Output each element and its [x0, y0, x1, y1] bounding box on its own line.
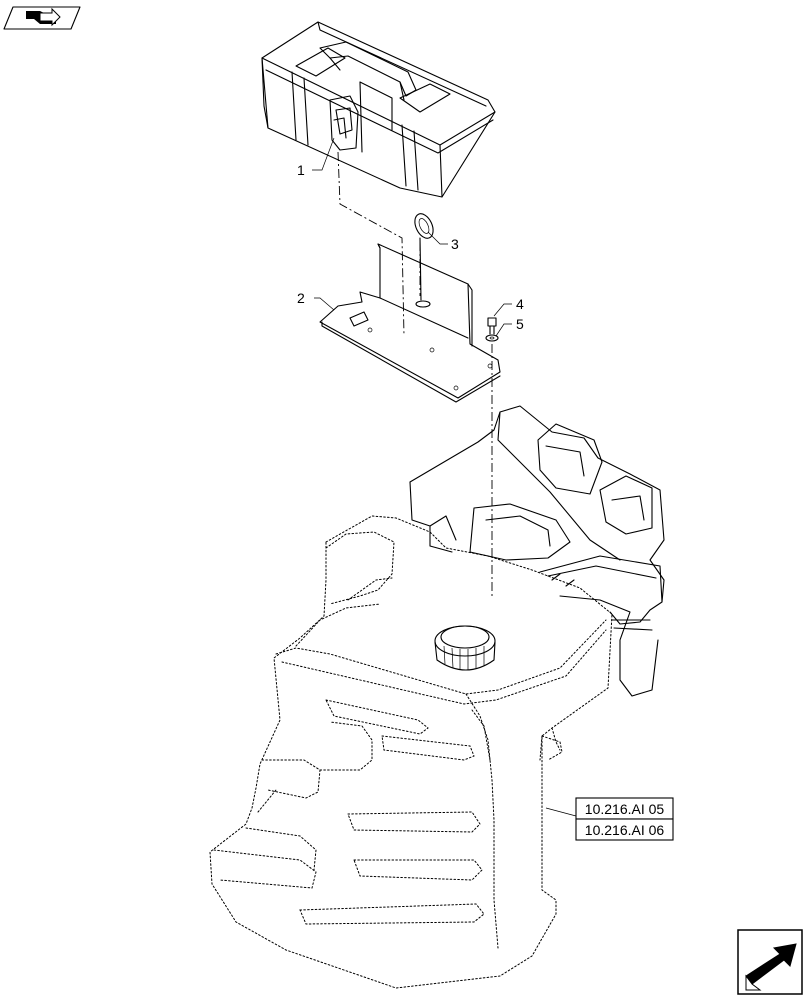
bolt-and-washer [485, 317, 499, 342]
pin [414, 213, 434, 308]
callout-1: 1 [297, 162, 305, 178]
page-nav-icon[interactable] [3, 6, 81, 30]
next-page-arrow-icon[interactable] [737, 929, 803, 995]
bracket-plate [319, 243, 501, 403]
machine-frame [409, 405, 665, 697]
callout-5: 5 [516, 316, 524, 332]
tool-box [261, 21, 496, 198]
reference-box-1[interactable]: 10.216.AI 05 [575, 797, 674, 820]
centre-lines [337, 151, 493, 596]
callout-leaders [312, 137, 577, 817]
fuel-tank [209, 515, 613, 989]
callout-2: 2 [297, 290, 305, 306]
callout-3: 3 [451, 236, 459, 252]
reference-label-1: 10.216.AI 05 [585, 801, 665, 817]
reference-box-2[interactable]: 10.216.AI 06 [575, 818, 674, 841]
callout-4: 4 [516, 296, 524, 312]
reference-label-2: 10.216.AI 06 [585, 822, 665, 838]
